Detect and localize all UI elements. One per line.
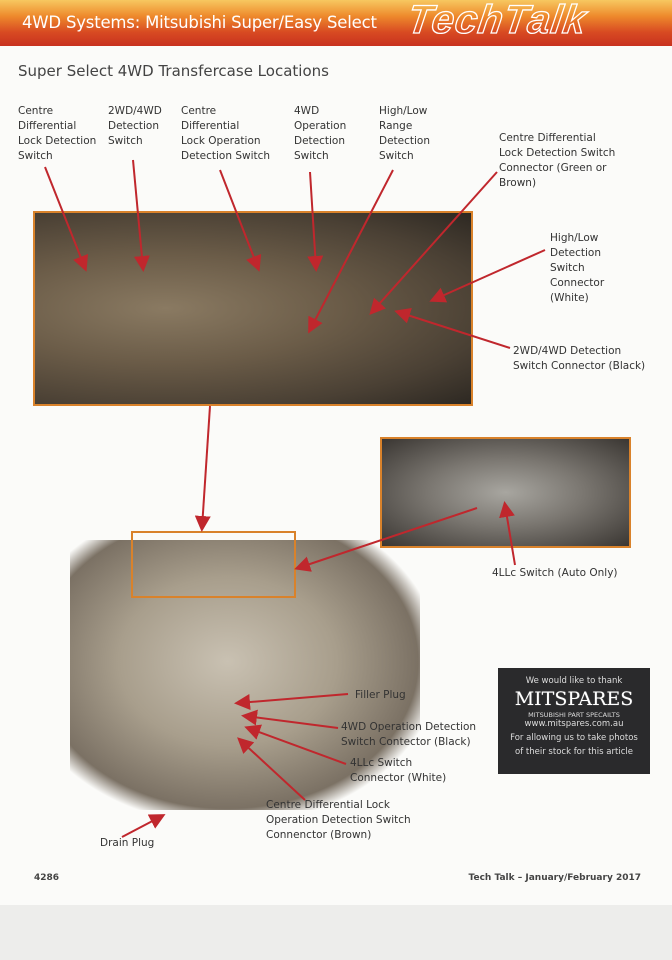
header-band: 4WD Systems: Mitsubishi Super/Easy Selec… [0,0,672,46]
transfercase-closeup-photo [33,211,473,406]
4llc-switch-photo [380,437,631,548]
label-filler-plug: Filler Plug [355,689,406,701]
sponsor-thanks-box: We would like to thank MITSPARES MITSUBI… [498,668,650,774]
page-number: 4286 [34,873,60,883]
issue-label: Tech Talk – January/February 2017 [468,873,641,883]
sponsor-url: www.mitspares.com.au [524,719,624,729]
label-4llc-switch: 4LLc Switch (Auto Only) [492,567,618,579]
section-title: 4WD Systems: Mitsubishi Super/Easy Selec… [22,13,377,32]
page-subtitle: Super Select 4WD Transfercase Locations [18,62,329,80]
highlight-frame [131,531,296,598]
mitspares-logo: MITSPARES [514,688,634,710]
label-drain-plug: Drain Plug [100,837,155,849]
techtalk-logo: TechTalk [404,0,590,43]
scan-margin [0,905,672,960]
